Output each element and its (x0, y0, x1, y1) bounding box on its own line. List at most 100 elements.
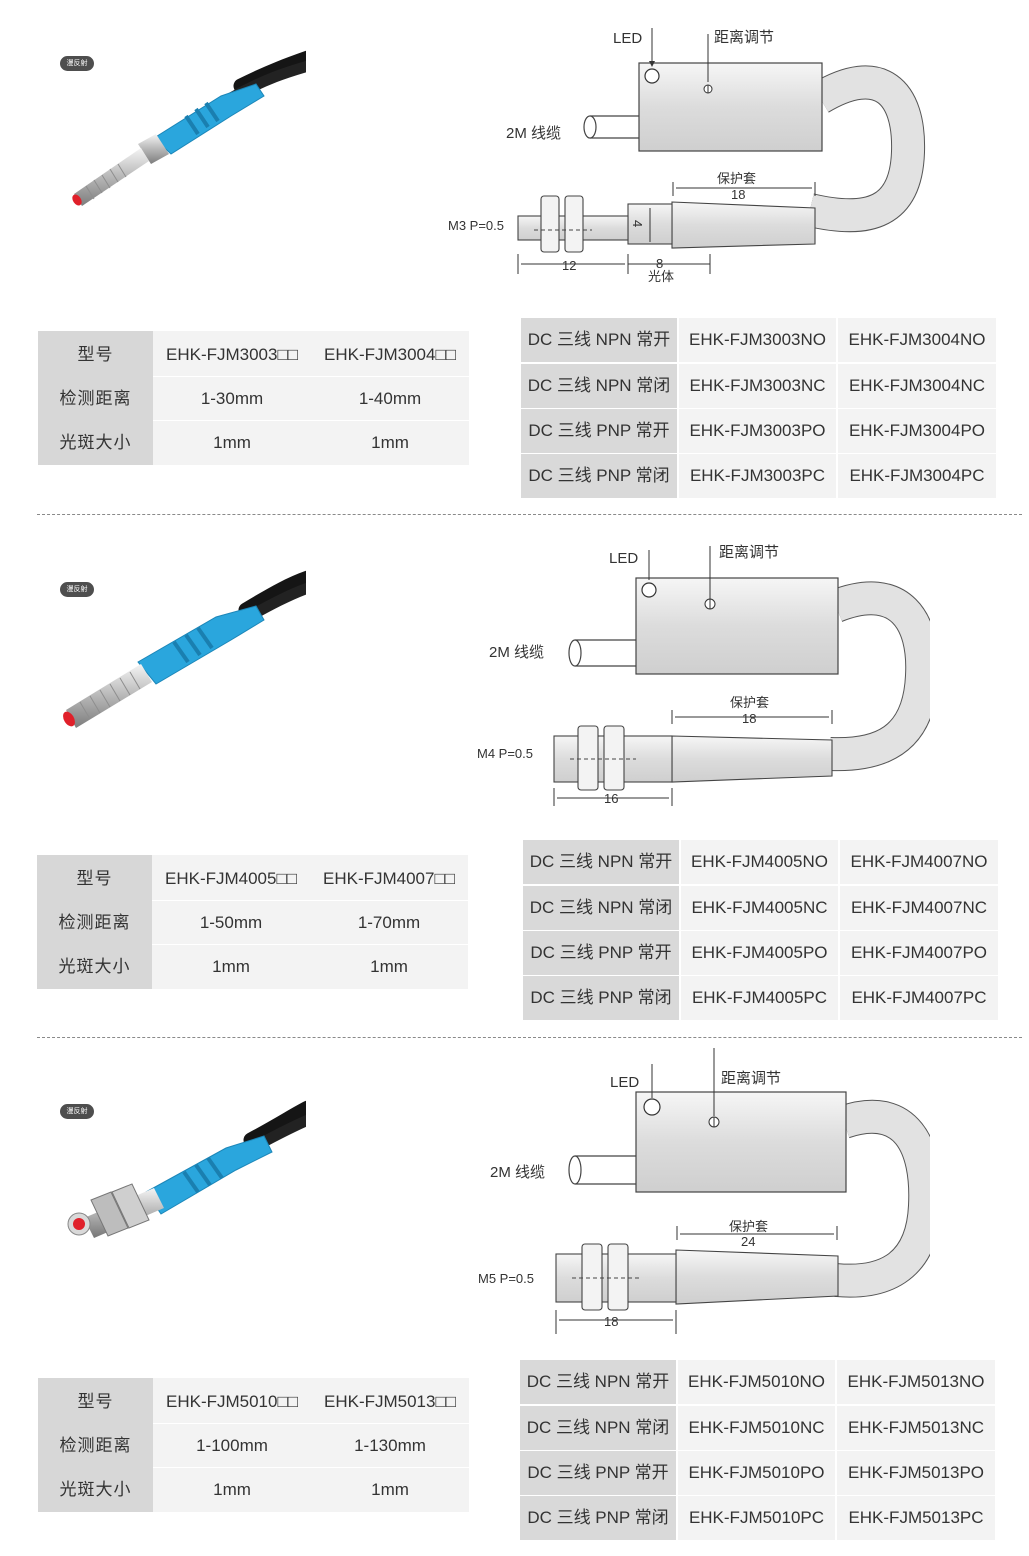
product-section-m5: 漫反射 (0, 1046, 1029, 1556)
order-code: EHK-FJM3003NC (679, 364, 836, 408)
order-code: EHK-FJM3004NO (838, 318, 996, 362)
product-section-m3: 漫反射 (0, 0, 1029, 510)
order-code: EHK-FJM3003PC (679, 454, 836, 498)
order-code: EHK-FJM3003NO (679, 318, 836, 362)
label-distance-adjust: 距离调节 (719, 544, 779, 561)
label-model: 型号 (76, 869, 113, 888)
label-spot: 光斑大小 (59, 1480, 132, 1499)
section-divider (37, 514, 1022, 515)
spec-table-m4: 型号 EHK-FJM4005□□ EHK-FJM4007□□ 检测距离 1-50… (37, 855, 468, 989)
distance-a: 1-50mm (199, 913, 263, 932)
output-type: DC 三线 NPN 常开 (521, 318, 677, 362)
table-row: DC 三线 PNP 常闭 EHK-FJM3003PC EHK-FJM3004PC (521, 454, 996, 499)
order-code: EHK-FJM4007PO (840, 931, 998, 975)
order-code: EHK-FJM5010NO (678, 1360, 835, 1404)
label-cable: 2M 线缆 (489, 644, 544, 661)
output-type: DC 三线 NPN 常开 (523, 840, 679, 884)
dim-sleeve-length: 18 (731, 187, 745, 202)
label-distance-adjust: 距离调节 (721, 1070, 781, 1087)
output-type: DC 三线 PNP 常闭 (523, 976, 679, 1020)
table-row: DC 三线 PNP 常开 EHK-FJM4005PO EHK-FJM4007PO (523, 931, 998, 976)
table-row: DC 三线 PNP 常闭 EHK-FJM4005PC EHK-FJM4007PC (523, 976, 998, 1021)
model-a: EHK-FJM4005□□ (164, 869, 297, 888)
label-cable: 2M 线缆 (490, 1164, 545, 1181)
distance-b: 1-130mm (354, 1436, 426, 1455)
spot-b: 1mm (371, 433, 409, 452)
label-led: LED (613, 30, 642, 47)
distance-b: 1-40mm (358, 389, 422, 408)
product-photo-m5 (67, 1100, 306, 1238)
order-code: EHK-FJM5010NC (678, 1406, 835, 1450)
order-code: EHK-FJM5013PO (837, 1451, 995, 1495)
spot-a: 1mm (212, 957, 250, 976)
table-row: DC 三线 NPN 常闭 EHK-FJM5010NC EHK-FJM5013NC (520, 1406, 995, 1451)
dimension-drawing-m4: LED 距离调节 2M 线缆 保护套 18 M4 P=0.5 16 (477, 544, 930, 806)
order-code: EHK-FJM3003PO (679, 409, 836, 453)
label-led: LED (610, 1074, 639, 1091)
table-row: DC 三线 PNP 常开 EHK-FJM3003PO EHK-FJM3004PO (521, 409, 996, 454)
order-code: EHK-FJM3004NC (838, 364, 996, 408)
distance-b: 1-70mm (357, 913, 421, 932)
order-code: EHK-FJM3004PO (838, 409, 996, 453)
dim-body-length: 12 (562, 258, 576, 273)
model-b: EHK-FJM4007□□ (322, 869, 455, 888)
label-spot: 光斑大小 (59, 433, 132, 452)
order-code: EHK-FJM5013PC (837, 1496, 995, 1540)
output-type: DC 三线 PNP 常闭 (520, 1496, 676, 1540)
label-thread: M5 P=0.5 (478, 1271, 534, 1286)
label-spot: 光斑大小 (58, 957, 131, 976)
output-type: DC 三线 PNP 常开 (521, 409, 677, 453)
order-code: EHK-FJM5013NO (837, 1360, 995, 1404)
output-type: DC 三线 NPN 常闭 (520, 1406, 676, 1450)
distance-a: 1-100mm (196, 1436, 268, 1455)
order-code: EHK-FJM4005PC (681, 976, 838, 1020)
table-row: DC 三线 NPN 常闭 EHK-FJM3003NC EHK-FJM3004NC (521, 364, 996, 409)
label-distance-adjust: 距离调节 (714, 29, 774, 46)
order-code: EHK-FJM4005PO (681, 931, 838, 975)
dim-tip-diameter: 4 (630, 220, 645, 227)
table-row: DC 三线 PNP 常开 EHK-FJM5010PO EHK-FJM5013PO (520, 1451, 995, 1496)
spot-b: 1mm (370, 957, 408, 976)
output-type: DC 三线 NPN 常闭 (523, 886, 679, 930)
label-optical-body: 光体 (648, 269, 674, 284)
spot-a: 1mm (213, 1480, 251, 1499)
spot-b: 1mm (371, 1480, 409, 1499)
order-code-table-m5: DC 三线 NPN 常开 EHK-FJM5010NO EHK-FJM5013NO… (520, 1360, 995, 1540)
diffuse-reflection-badge: 漫反射 (60, 582, 94, 597)
label-distance: 检测距离 (59, 1436, 132, 1455)
diffuse-reflection-badge: 漫反射 (60, 1104, 94, 1119)
spec-table-m3: 型号 EHK-FJM3003□□ EHK-FJM3004□□ 检测距离 1-30… (38, 331, 469, 465)
dim-sleeve-length: 18 (742, 711, 756, 726)
order-code: EHK-FJM4005NC (681, 886, 838, 930)
section-divider (37, 1037, 1022, 1038)
label-distance: 检测距离 (59, 389, 132, 408)
dim-sleeve-length: 24 (741, 1234, 755, 1249)
model-b: EHK-FJM5013□□ (323, 1392, 456, 1411)
dim-body-length: 18 (604, 1314, 618, 1329)
label-sleeve: 保护套 (730, 695, 769, 710)
order-code: EHK-FJM3004PC (838, 454, 996, 498)
table-row: DC 三线 NPN 常开 EHK-FJM4005NO EHK-FJM4007NO (523, 840, 998, 885)
label-model: 型号 (77, 345, 114, 364)
order-code-table-m3: DC 三线 NPN 常开 EHK-FJM3003NO EHK-FJM3004NO… (521, 316, 996, 499)
model-b: EHK-FJM3004□□ (323, 345, 456, 364)
order-code: EHK-FJM5013NC (837, 1406, 995, 1450)
order-code: EHK-FJM5010PC (678, 1496, 835, 1540)
output-type: DC 三线 NPN 常闭 (521, 364, 677, 408)
model-a: EHK-FJM3003□□ (165, 345, 298, 364)
order-code: EHK-FJM4007PC (840, 976, 998, 1020)
distance-a: 1-30mm (200, 389, 264, 408)
label-thread: M3 P=0.5 (448, 218, 504, 233)
label-cable: 2M 线缆 (506, 125, 561, 142)
output-type: DC 三线 NPN 常开 (520, 1360, 676, 1404)
product-photo-m3 (72, 50, 306, 206)
spot-a: 1mm (213, 433, 251, 452)
diffuse-reflection-badge: 漫反射 (60, 56, 94, 71)
dim-tip-length: 8 (656, 256, 663, 271)
table-row: DC 三线 NPN 常闭 EHK-FJM4005NC EHK-FJM4007NC (523, 886, 998, 931)
dimension-drawing-m3: LED 距离调节 2M 线缆 保护套 18 M3 P=0.5 12 8 光体 4 (448, 28, 926, 284)
label-sleeve: 保护套 (717, 171, 756, 186)
product-section-m4: 漫反射 (0, 522, 1029, 1032)
output-type: DC 三线 PNP 常开 (523, 931, 679, 975)
label-led: LED (609, 550, 638, 567)
